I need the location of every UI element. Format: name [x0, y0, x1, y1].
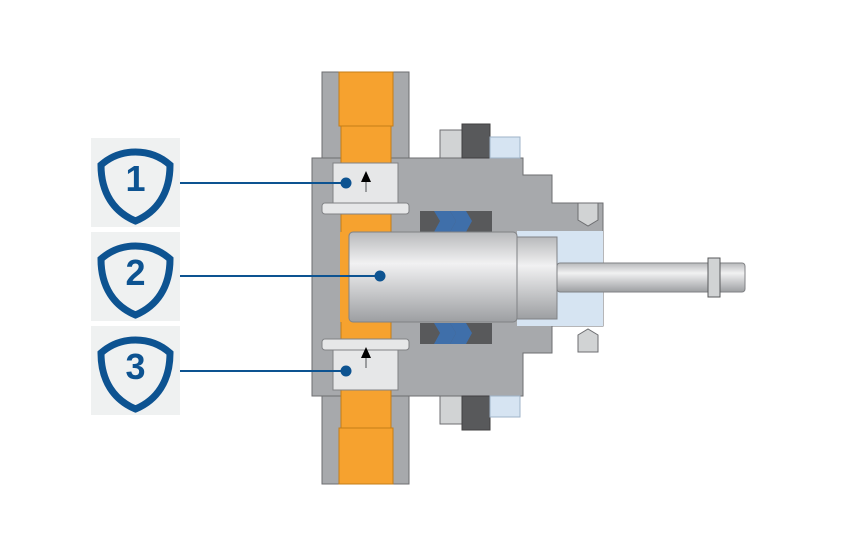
fluid-outlet [338, 427, 394, 485]
washer-top [489, 136, 521, 159]
shield-icon [97, 336, 174, 413]
washer-bottom [489, 395, 521, 418]
gland-bolt-bottom [577, 328, 599, 353]
fluid-neck-bottom [340, 387, 392, 429]
callout-number: 3 [125, 346, 146, 387]
plunger-step [516, 236, 558, 320]
shield-icon [97, 242, 174, 319]
flow-arrow-icon [361, 347, 371, 368]
callout-number: 2 [125, 252, 146, 293]
bolt-head-bottom [439, 395, 463, 425]
gland-bolt-top [577, 202, 599, 227]
callout-number: 1 [125, 158, 146, 199]
callout-line-2 [180, 270, 386, 282]
inlet-valve-seat [321, 202, 410, 215]
bolt-head-top [439, 129, 463, 159]
callout-line-3 [180, 365, 352, 377]
fluid-inlet [338, 71, 394, 127]
nut-bottom [461, 395, 491, 431]
callout-badge-2: 2 [91, 232, 180, 321]
rod-nut [707, 257, 721, 298]
callout-line-1 [180, 177, 352, 189]
callout-badge-1: 1 [91, 138, 180, 227]
callout-badge-3: 3 [91, 326, 180, 415]
plunger-rod [556, 262, 746, 293]
flow-arrow-icon [361, 171, 371, 192]
chevron-seals-top [434, 211, 472, 232]
chevron-seals-bottom [434, 323, 472, 344]
fluid-neck-top [340, 125, 392, 164]
shield-icon [97, 148, 174, 225]
nut-top [461, 123, 491, 159]
